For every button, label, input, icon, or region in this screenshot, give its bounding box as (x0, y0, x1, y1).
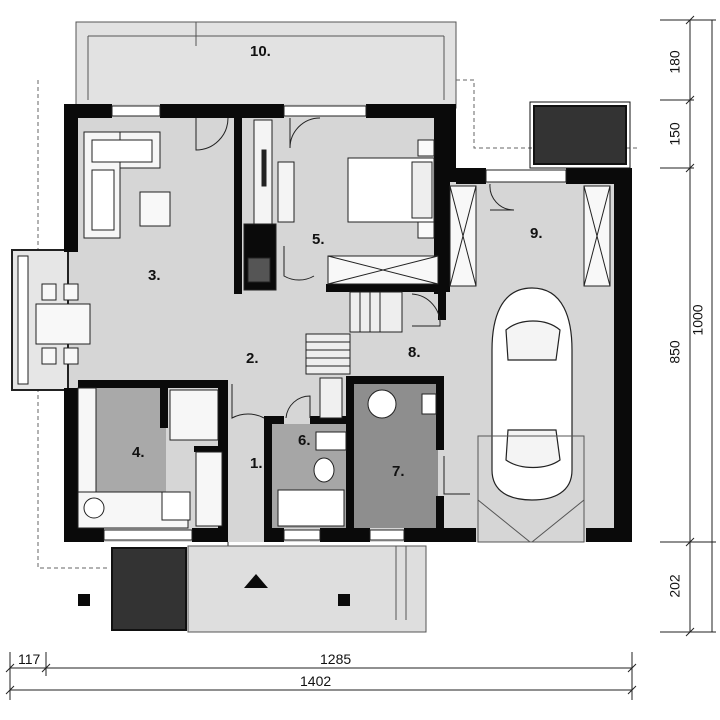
room-label-8: 8. (408, 344, 421, 361)
dimension-right-main: 850 (666, 340, 683, 364)
bathroom-fixtures (277, 377, 437, 527)
dining-table (35, 283, 91, 365)
room-label-2: 2. (246, 350, 259, 367)
dimension-bottom-left: 117 (18, 651, 41, 667)
armchair (139, 191, 171, 227)
dimension-right-second: 150 (666, 122, 683, 146)
planter-bottom (111, 547, 187, 631)
garage-closets (449, 185, 611, 287)
windows (103, 105, 567, 541)
garage-door (477, 435, 585, 543)
stairs (305, 291, 403, 375)
room-label-7: 7. (392, 463, 405, 480)
kitchen-counter-area (96, 386, 166, 492)
room-label-6: 6. (298, 432, 311, 449)
room-label-9: 9. (530, 225, 543, 242)
bed (347, 139, 435, 239)
sofa (83, 131, 161, 239)
entrance-porch (78, 545, 427, 633)
terrace-10 (75, 21, 457, 109)
room-label-1: 1. (250, 455, 263, 472)
dimension-lines-bottom (5, 652, 637, 700)
room-label-5: 5. (312, 231, 325, 248)
dimension-right-total: 1000 (689, 304, 706, 336)
dimension-right-bottom: 202 (666, 574, 683, 598)
room-label-4: 4. (132, 444, 145, 461)
roof-outline (37, 80, 108, 569)
dimension-bottom-total: 1402 (300, 673, 332, 689)
dimension-bottom-mid: 1285 (320, 651, 352, 667)
room-label-10: 10. (250, 43, 271, 60)
dimension-right-top: 180 (666, 50, 683, 74)
room-label-3: 3. (148, 267, 161, 284)
kitchen (77, 387, 223, 529)
planter-top (533, 105, 627, 165)
walls (64, 104, 632, 542)
dimension-lines-right (660, 15, 716, 637)
car (491, 287, 573, 501)
wardrobes (243, 119, 439, 291)
